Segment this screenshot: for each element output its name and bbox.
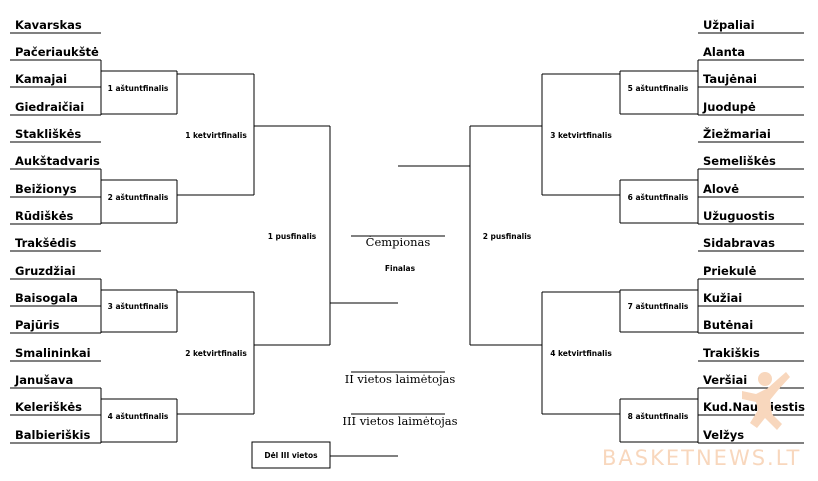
right-team-name: Kužiai	[703, 291, 742, 305]
bracket-lines	[10, 32, 804, 457]
left-team-name: Gruzdžiai	[15, 264, 76, 278]
left-sf-label: 1 pusfinalis	[268, 232, 317, 241]
left-qf-label: 2 ketvirtfinalis	[185, 349, 247, 358]
right-team-name: Butėnai	[703, 318, 753, 332]
right-team-name: Taujėnai	[703, 72, 757, 86]
right-team-name: Alovė	[703, 182, 739, 196]
player-figure-icon	[742, 372, 790, 430]
left-team-name: Pačeriaukštė	[15, 45, 99, 59]
right-team-name: Alanta	[703, 45, 745, 59]
left-team-name: Pajūris	[15, 318, 60, 332]
right-sf-label: 2 pusfinalis	[483, 232, 532, 241]
left-team-name: Giedraičiai	[15, 100, 84, 114]
left-team-name: Baisogala	[15, 291, 78, 305]
left-team-name: Rūdiškės	[15, 209, 74, 223]
third-place-label: III vietos laimėtojas	[342, 414, 457, 428]
right-team-name: Užuguostis	[703, 209, 775, 223]
right-team-name: Priekulė	[703, 264, 757, 278]
right-team-list: UžpaliaiAlantaTaujėnaiJuodupėŽiežmariaiS…	[702, 18, 805, 442]
left-team-name: Balbieriškis	[15, 428, 90, 442]
left-team-name: Kavarskas	[15, 18, 82, 32]
logo-text: BASKETNEWS.LT	[602, 446, 801, 470]
right-team-name: Sidabravas	[703, 236, 775, 250]
right-team-name: Semeliškės	[703, 154, 776, 168]
right-qf-label: 3 ketvirtfinalis	[550, 131, 612, 140]
left-team-name: Stakliškės	[15, 127, 81, 141]
left-team-name: Kamajai	[15, 72, 67, 86]
champion-label: Čempionas	[366, 235, 431, 249]
left-r16-label: 3 aštuntfinalis	[108, 302, 169, 311]
left-r16-label: 2 aštuntfinalis	[108, 193, 169, 202]
left-team-name: Beižionys	[15, 182, 77, 196]
right-r16-label: 6 aštuntfinalis	[628, 193, 689, 202]
right-team-name: Trakiškis	[703, 346, 760, 360]
left-team-name: Trakšėdis	[15, 236, 76, 250]
right-r16-label: 8 aštuntfinalis	[628, 412, 689, 421]
right-r16-label: 5 aštuntfinalis	[628, 84, 689, 93]
left-team-name: Smalininkai	[15, 346, 91, 360]
third-place-game-label: Dėl III vietos	[264, 451, 318, 460]
second-place-label: II vietos laimėtojas	[345, 372, 456, 386]
right-team-name: Kud.Naumiestis	[703, 400, 805, 414]
right-team-name: Žiežmariai	[703, 126, 771, 141]
left-r16-label: 4 aštuntfinalis	[108, 412, 169, 421]
left-r16-label: 1 aštuntfinalis	[108, 84, 169, 93]
left-qf-label: 1 ketvirtfinalis	[185, 131, 247, 140]
left-team-name: Janušava	[14, 373, 73, 387]
round-labels: 1 aštuntfinalis 2 aštuntfinalis 3 aštuntfi…	[108, 84, 689, 421]
right-qf-label: 4 ketvirtfinalis	[550, 349, 612, 358]
left-team-name: Keleriškės	[15, 400, 82, 414]
left-team-name: Aukštadvaris	[15, 154, 100, 168]
right-team-name: Veršiai	[703, 373, 747, 387]
right-team-name: Velžys	[703, 428, 744, 442]
right-r16-label: 7 aštuntfinalis	[628, 302, 689, 311]
right-team-name: Užpaliai	[703, 18, 755, 32]
right-team-name: Juodupė	[702, 100, 756, 114]
third-place-game-box	[251, 441, 331, 469]
left-team-list: KavarskasPačeriaukštėKamajaiGiedraičiaiS…	[14, 18, 100, 442]
final-label: Finalas	[385, 264, 416, 273]
basketnews-logo: BASKETNEWS.LT	[602, 372, 801, 470]
